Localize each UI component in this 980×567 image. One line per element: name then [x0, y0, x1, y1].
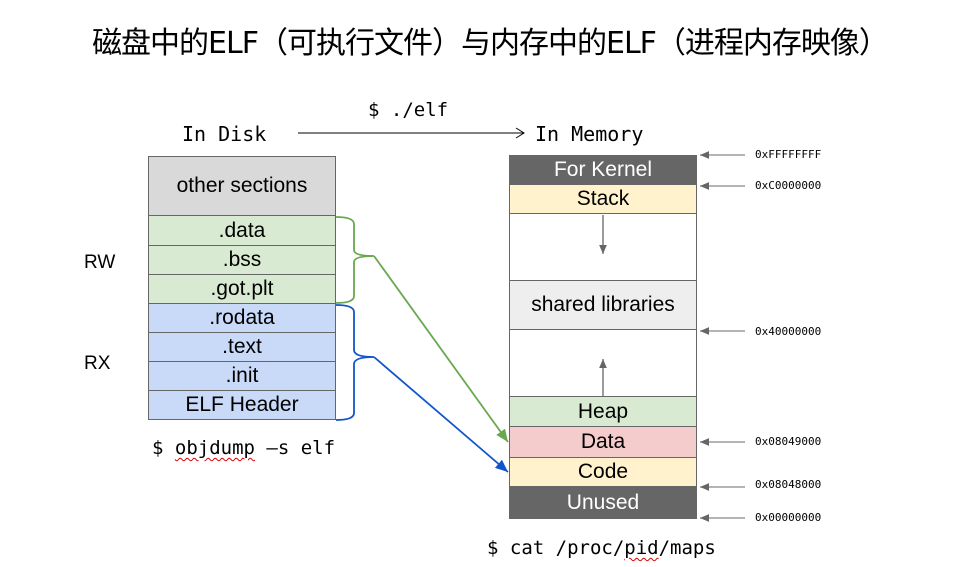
address-label: 0xFFFFFFFF [755, 148, 822, 161]
memory-region-stack: Stack [509, 185, 697, 214]
address-label: 0x00000000 [755, 511, 822, 524]
rx-mapping-arrow [373, 356, 509, 473]
address-label: 0x08049000 [755, 435, 822, 448]
memory-region-stack-gap [509, 214, 697, 281]
rw-brace [335, 216, 375, 304]
disk-section-text: .text [148, 333, 336, 362]
page-title: 磁盘中的ELF（可执行文件）与内存中的ELF（进程内存映像） [92, 26, 889, 61]
exec-command-label: $ ./elf [368, 99, 449, 121]
disk-section-label: .rodata [209, 306, 275, 329]
memory-region-label: For Kernel [553, 158, 653, 181]
memory-region-label: Heap [577, 399, 629, 423]
memory-region-shared-libraries: shared libraries [509, 281, 697, 330]
maps-command: $ cat /proc/pid/maps [487, 537, 716, 559]
memory-region-code: Code [509, 458, 697, 487]
in-memory-label: In Memory [535, 122, 644, 146]
memory-region-heap: Heap [509, 397, 697, 427]
disk-section-label: ELF Header [185, 393, 299, 416]
disk-section-label: .data [218, 218, 266, 242]
disk-section-other: other sections [148, 156, 336, 216]
disk-section-label: .bss [222, 248, 262, 271]
memory-region-unused: Unused [509, 487, 697, 519]
disk-section-data: .data [148, 216, 336, 246]
address-label: 0x40000000 [755, 325, 822, 338]
command-text: pid [624, 537, 659, 559]
disk-section-label: other sections [176, 174, 308, 197]
disk-section-got-plt: .got.plt [148, 275, 336, 304]
rw-permission-label: RW [84, 252, 116, 273]
disk-layout: other sections .data .bss .got.plt .roda… [148, 156, 336, 420]
memory-region-label: shared libraries [531, 293, 675, 316]
memory-region-kernel: For Kernel [509, 155, 697, 185]
memory-region-label: Code [577, 460, 629, 483]
exec-arrow-head-icon [515, 127, 525, 139]
disk-section-label: .text [222, 335, 262, 358]
memory-region-label: Stack [576, 187, 630, 210]
disk-section-bss: .bss [148, 246, 336, 275]
disk-section-init: .init [148, 362, 336, 391]
memory-region-heap-gap [509, 330, 697, 397]
memory-region-data: Data [509, 427, 697, 458]
objdump-command: $ objdump –s elf [152, 437, 335, 459]
address-label: 0xC0000000 [755, 179, 822, 192]
disk-section-rodata: .rodata [148, 304, 336, 333]
disk-section-label: .init [225, 364, 259, 387]
command-text: $ cat /proc/ [487, 537, 625, 559]
command-text: –s elf [254, 437, 336, 459]
in-disk-label: In Disk [182, 122, 267, 146]
disk-section-elf-header: ELF Header [148, 391, 336, 420]
command-text: /maps [658, 537, 716, 559]
memory-layout: For Kernel Stack shared libraries Heap D… [509, 155, 697, 519]
rx-brace [335, 304, 375, 421]
memory-region-label: Unused [566, 490, 640, 514]
rx-permission-label: RX [84, 353, 111, 374]
address-label: 0x08048000 [755, 478, 822, 491]
rw-mapping-arrow [373, 255, 509, 443]
memory-region-label: Data [580, 430, 626, 453]
command-text: objdump [174, 437, 255, 459]
command-text: $ [152, 437, 175, 459]
disk-section-label: .got.plt [210, 277, 274, 300]
